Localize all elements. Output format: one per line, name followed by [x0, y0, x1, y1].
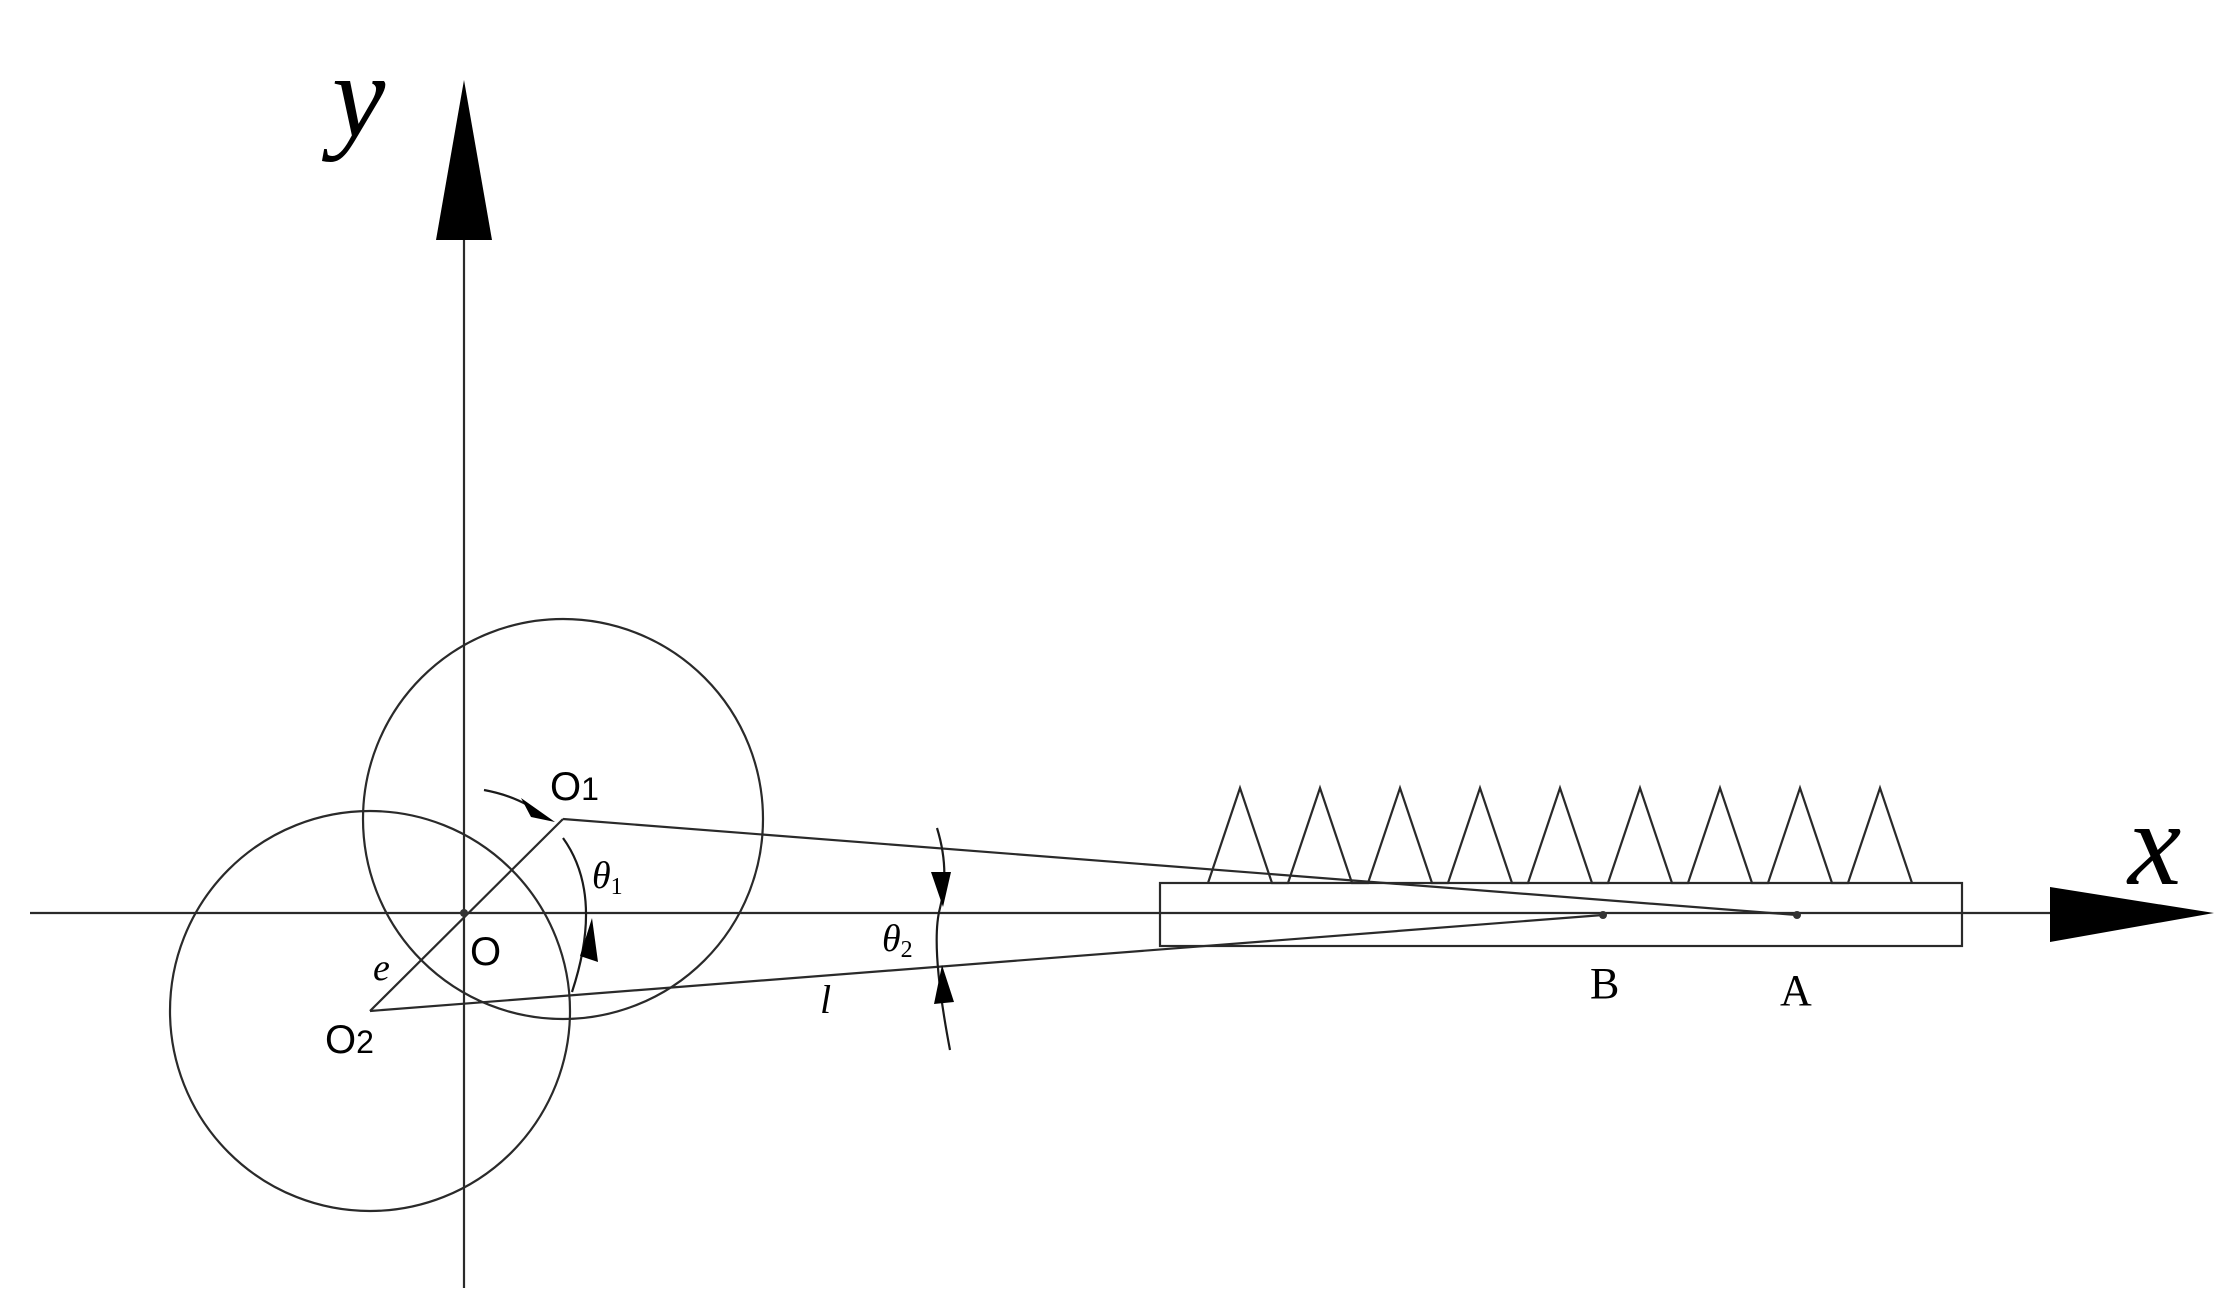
theta2-subscript: 2	[901, 937, 913, 963]
theta1-angle	[483, 788, 598, 993]
rod-o1-a	[562, 817, 1798, 917]
y-axis-arrowhead	[436, 80, 492, 240]
point-o	[460, 909, 468, 917]
slider-bar	[1158, 881, 1964, 948]
theta1-arrow-top	[521, 798, 555, 822]
x-axis-arrowhead	[2050, 887, 2214, 942]
x-axis-label: x	[2126, 777, 2181, 910]
o2-letter: O	[325, 1018, 356, 1062]
y-axis-label: y	[321, 29, 386, 162]
rod-o2-b	[369, 913, 1604, 1013]
point-b-label: B	[1590, 959, 1619, 1008]
theta2-symbol: θ	[882, 918, 901, 960]
rods	[369, 817, 1801, 1013]
circles	[168, 617, 765, 1213]
o1-letter: O	[550, 765, 581, 809]
eccentricity-label: e	[373, 947, 390, 989]
eccentric-line	[369, 818, 564, 1012]
theta1-arrow-right	[580, 918, 598, 962]
length-label: l	[820, 977, 831, 1022]
point-b	[1599, 911, 1607, 919]
point-a-label: A	[1780, 966, 1812, 1015]
theta2-angle	[931, 827, 954, 1051]
labels: y x O O1 O2 θ1 θ2 e l B A	[321, 29, 2181, 1062]
o2-subscript: 2	[356, 1024, 374, 1060]
theta1-label: θ1	[592, 855, 623, 900]
axes	[30, 80, 2214, 1288]
theta2-arc	[935, 827, 952, 1051]
circle-o2	[168, 809, 572, 1213]
theta2-arrow-bottom	[934, 965, 954, 1004]
slider-teeth	[1206, 784, 1914, 885]
slider-assembly	[1158, 784, 1964, 948]
point-a	[1793, 911, 1801, 919]
circle-o1	[361, 617, 765, 1021]
theta1-arc-right	[562, 837, 588, 993]
theta2-label: θ2	[882, 918, 913, 963]
o1-label: O1	[550, 765, 599, 809]
origin-label: O	[470, 930, 501, 974]
o1-subscript: 1	[581, 771, 599, 807]
o2-label: O2	[325, 1018, 374, 1062]
theta2-arrow-top	[931, 872, 951, 907]
theta1-subscript: 1	[611, 874, 623, 900]
theta1-symbol: θ	[592, 855, 611, 897]
